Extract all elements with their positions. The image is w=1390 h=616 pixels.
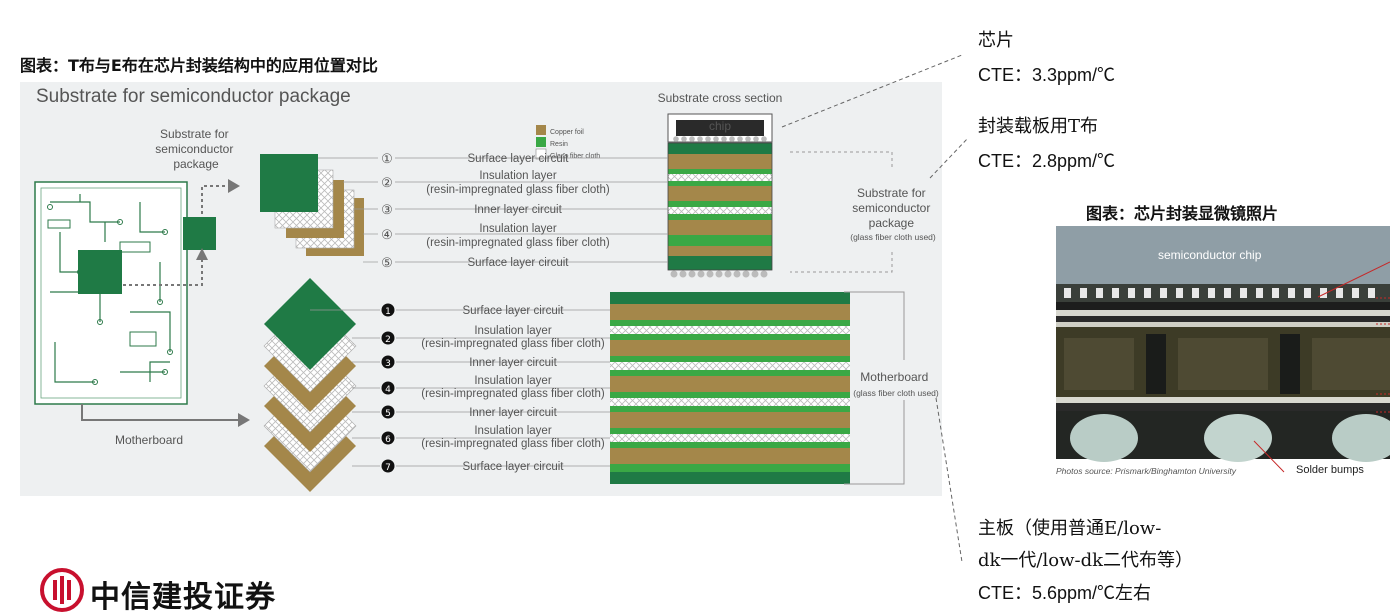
mb-num-3: 3	[385, 359, 391, 369]
left-label-motherboard: Motherboard	[115, 433, 183, 447]
motherboard-bracket	[844, 291, 905, 485]
package-num-1: ①	[381, 151, 393, 166]
chip-label: chip	[709, 119, 731, 133]
package-layer-5: Surface layer circuit	[468, 257, 570, 269]
package-num-5: ⑤	[381, 255, 393, 270]
mb-layer-3: Inner layer circuit	[469, 357, 557, 369]
mb-layer-6a: Insulation layer	[474, 425, 552, 437]
arrow-head-right	[228, 179, 240, 193]
company-logo-text: 中信建投证券	[90, 580, 276, 615]
mb-layer-2a: Insulation layer	[474, 325, 552, 337]
substrate-cte: CTE：2.8ppm/℃	[978, 151, 1116, 171]
mb-layer-2b: (resin-impregnated glass fiber cloth)	[421, 338, 605, 350]
mb-num-4: 4	[385, 385, 391, 395]
package-leader-lines	[318, 157, 668, 263]
chip-name: 芯片	[978, 30, 1014, 51]
package-layer-labels: Surface layer circuit Insulation layer (…	[426, 153, 610, 269]
package-square	[183, 217, 216, 250]
package-num-2: ②	[381, 175, 393, 190]
legend-swatch-copper	[536, 125, 546, 135]
package-bracket	[790, 151, 893, 273]
substrate-name: 封装载板用T布	[978, 116, 1099, 137]
photo-chip-label: semiconductor chip	[1158, 248, 1262, 262]
mb-layer-7: Surface layer circuit	[463, 461, 565, 473]
package-cross-section	[667, 113, 773, 278]
figure-title: 图表：T布与E布在芯片封装结构中的应用位置对比	[20, 56, 378, 75]
solder-bumps-label: Solder bumps	[1296, 464, 1364, 476]
package-num-4: ④	[381, 227, 393, 242]
motherboard-leader-lines	[310, 309, 610, 467]
mb-num-1: 1	[385, 307, 391, 317]
motherboard-illustration	[34, 181, 188, 405]
right-label-motherboard: Motherboard (glass fiber cloth used)	[853, 370, 939, 398]
arrow-mb-to-package	[123, 255, 203, 286]
arrow-head-motherboard	[238, 413, 250, 427]
package-layer-2a: Insulation layer	[479, 170, 557, 182]
microscope-photo: semiconductor chip Photos source: Prisma…	[1056, 226, 1390, 480]
photo-title: 图表：芯片封装显微镜照片	[1086, 204, 1279, 223]
package-layer-3: Inner layer circuit	[474, 204, 562, 216]
substrate-diagram: Substrate for semiconductor package Copp…	[20, 82, 942, 496]
legend-glass: Glass fiber cloth	[550, 153, 600, 160]
mb-layer-6b: (resin-impregnated glass fiber cloth)	[421, 438, 605, 450]
mb-layer-4a: Insulation layer	[474, 375, 552, 387]
package-layer-1: Surface layer circuit	[468, 153, 570, 165]
mb-annotation-line1: 主板（使用普通E/low-	[978, 518, 1162, 539]
arrow-head-up	[196, 248, 208, 260]
package-num-3: ③	[381, 202, 393, 217]
legend-copper: Copper foil	[550, 129, 584, 136]
package-layer-2b: (resin-impregnated glass fiber cloth)	[426, 184, 610, 196]
photo-source: Photos source: Prismark/Binghamton Unive…	[1056, 466, 1236, 476]
package-layer-stack	[260, 154, 364, 256]
right-label-package: Substrate for semiconductor package (gla…	[850, 186, 936, 242]
left-label-package: Substrate for semiconductor package	[155, 127, 236, 171]
mb-layer-4b: (resin-impregnated glass fiber cloth)	[421, 388, 605, 400]
mb-layer-1: Surface layer circuit	[463, 305, 565, 317]
mb-num-2: 2	[385, 335, 391, 345]
mb-layer-5: Inner layer circuit	[469, 407, 557, 419]
diagram-title: Substrate for semiconductor package	[36, 86, 351, 107]
mb-num-7: 7	[385, 463, 391, 473]
mb-num-6: 6	[385, 435, 391, 445]
arrow-to-motherboard-stack	[81, 404, 240, 421]
motherboard-layer-labels: Surface layer circuit Insulation layer (…	[421, 305, 605, 473]
chip-cte: CTE：3.3ppm/℃	[978, 65, 1116, 85]
package-layer-4a: Insulation layer	[479, 223, 557, 235]
mb-annotation-cte: CTE：5.6ppm/℃左右	[978, 583, 1152, 603]
mb-num-5: 5	[385, 409, 391, 419]
package-layer-4b: (resin-impregnated glass fiber cloth)	[426, 237, 610, 249]
package-layer-numbers: ① ② ③ ④ ⑤	[381, 151, 393, 270]
motherboard-layer-stack	[263, 278, 357, 492]
diagram-canvas: Substrate for semiconductor package Copp…	[34, 86, 939, 492]
legend-resin: Resin	[550, 141, 568, 148]
legend-swatch-glass	[535, 148, 547, 160]
cross-section-title: Substrate cross section	[658, 91, 783, 105]
company-logo-icon	[40, 568, 84, 612]
legend-swatch-resin	[536, 137, 546, 147]
motherboard-cross-section	[610, 292, 850, 484]
mb-annotation-line2: dk一代/low-dk二代布等）	[978, 550, 1194, 571]
motherboard-layer-numbers: 1 2 3 4 5 6 7	[381, 303, 395, 473]
